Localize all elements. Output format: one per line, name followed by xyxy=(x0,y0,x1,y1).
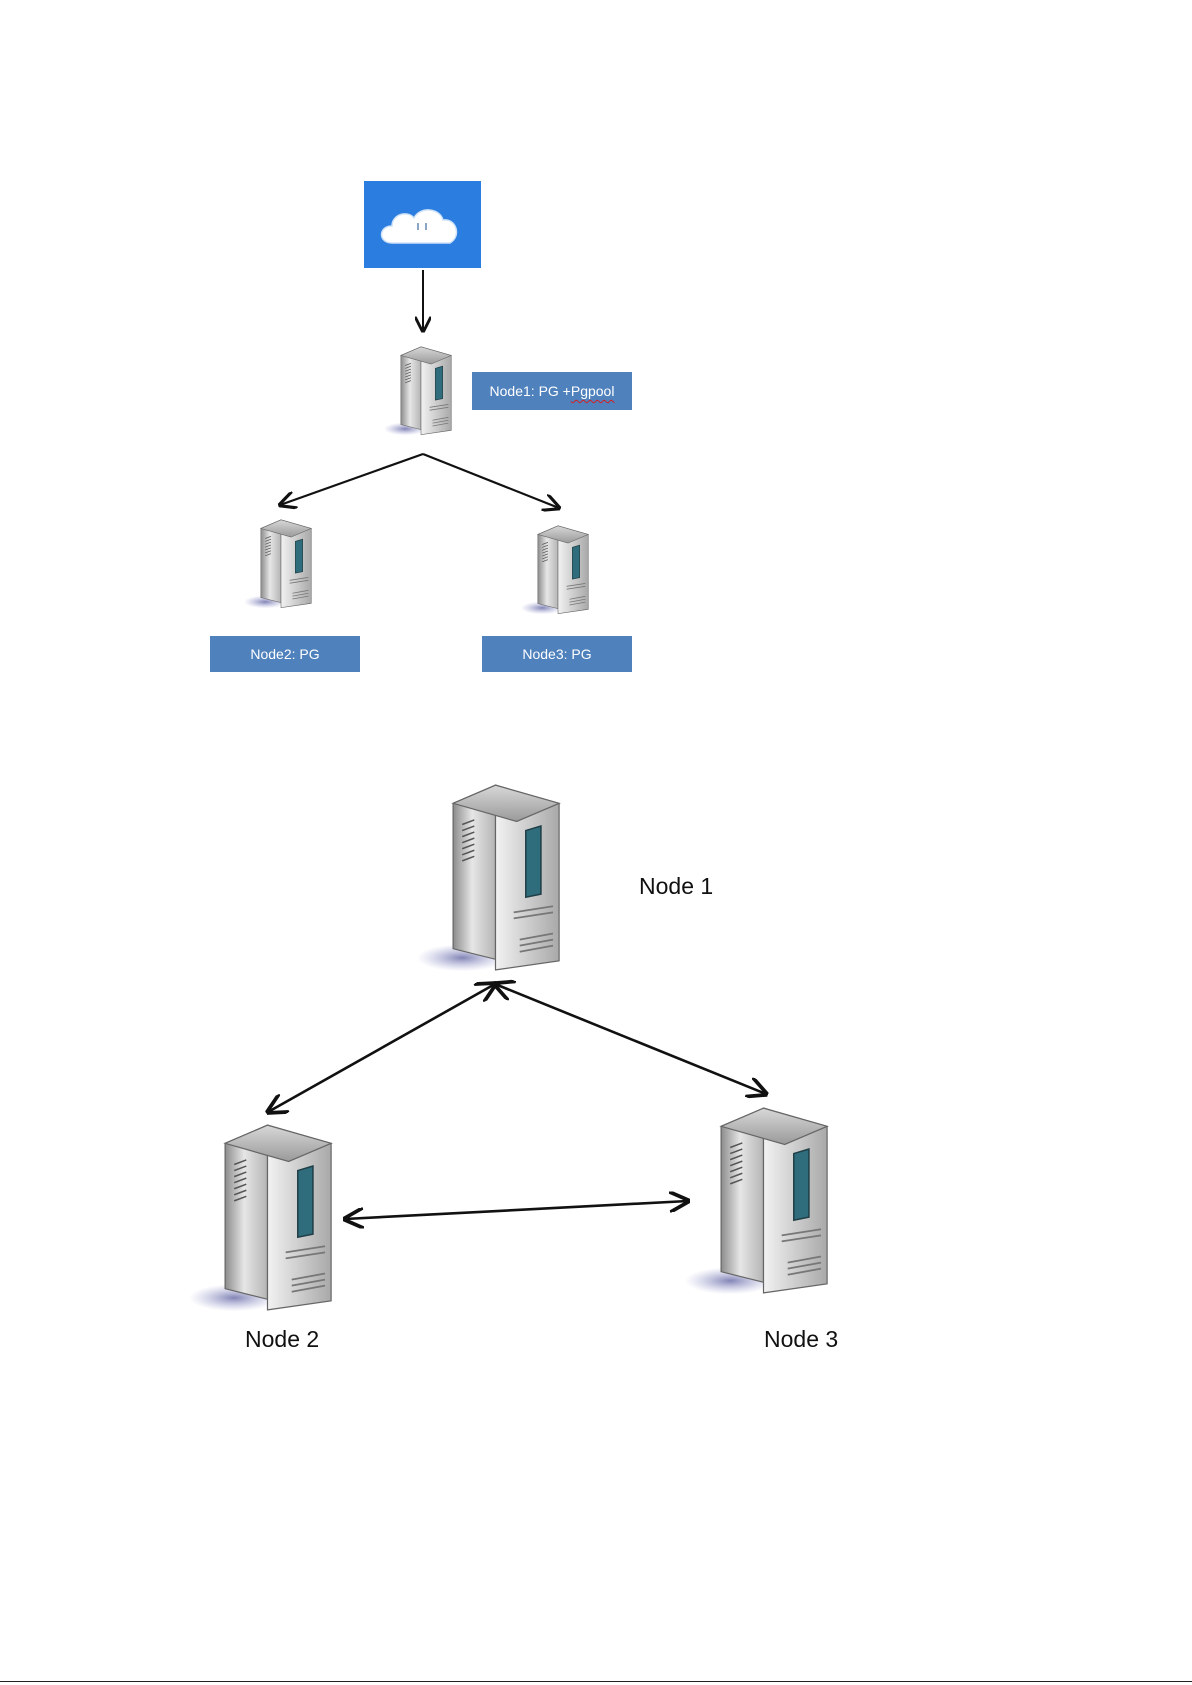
arrow-node1-node3 xyxy=(495,984,766,1094)
node3-label-box: Node3: PG xyxy=(482,636,632,672)
node2-label-box: Node2: PG xyxy=(210,636,360,672)
arrow-node2-node3 xyxy=(345,1201,688,1219)
cloud-icon xyxy=(364,181,481,268)
node3-caption: Node 3 xyxy=(764,1326,839,1352)
node1-label-text: Node1: PG + xyxy=(489,383,571,399)
arrow-node1-node2 xyxy=(268,984,495,1112)
node2-caption: Node 2 xyxy=(245,1326,320,1352)
node1-label-misspelled: Pgpool xyxy=(570,383,615,399)
arrow-node1-to-node2 xyxy=(280,452,424,505)
node2-label-text: Node2: PG xyxy=(250,646,320,662)
server-icon-node3 xyxy=(686,1107,829,1296)
page-bottom-rule xyxy=(0,1681,1192,1682)
server-icon-node1 xyxy=(418,784,561,973)
node1-caption: Node 1 xyxy=(639,873,714,899)
arrow-node1-to-node3 xyxy=(422,452,559,508)
server-icon-node2 xyxy=(190,1124,333,1313)
server-icon-node3-top xyxy=(522,525,589,615)
server-icon-node1-top xyxy=(385,346,452,436)
node1-label-box: Node1: PG + Pgpool xyxy=(472,372,632,410)
server-icon-node2-top xyxy=(245,519,312,609)
node3-label-text: Node3: PG xyxy=(522,646,592,662)
